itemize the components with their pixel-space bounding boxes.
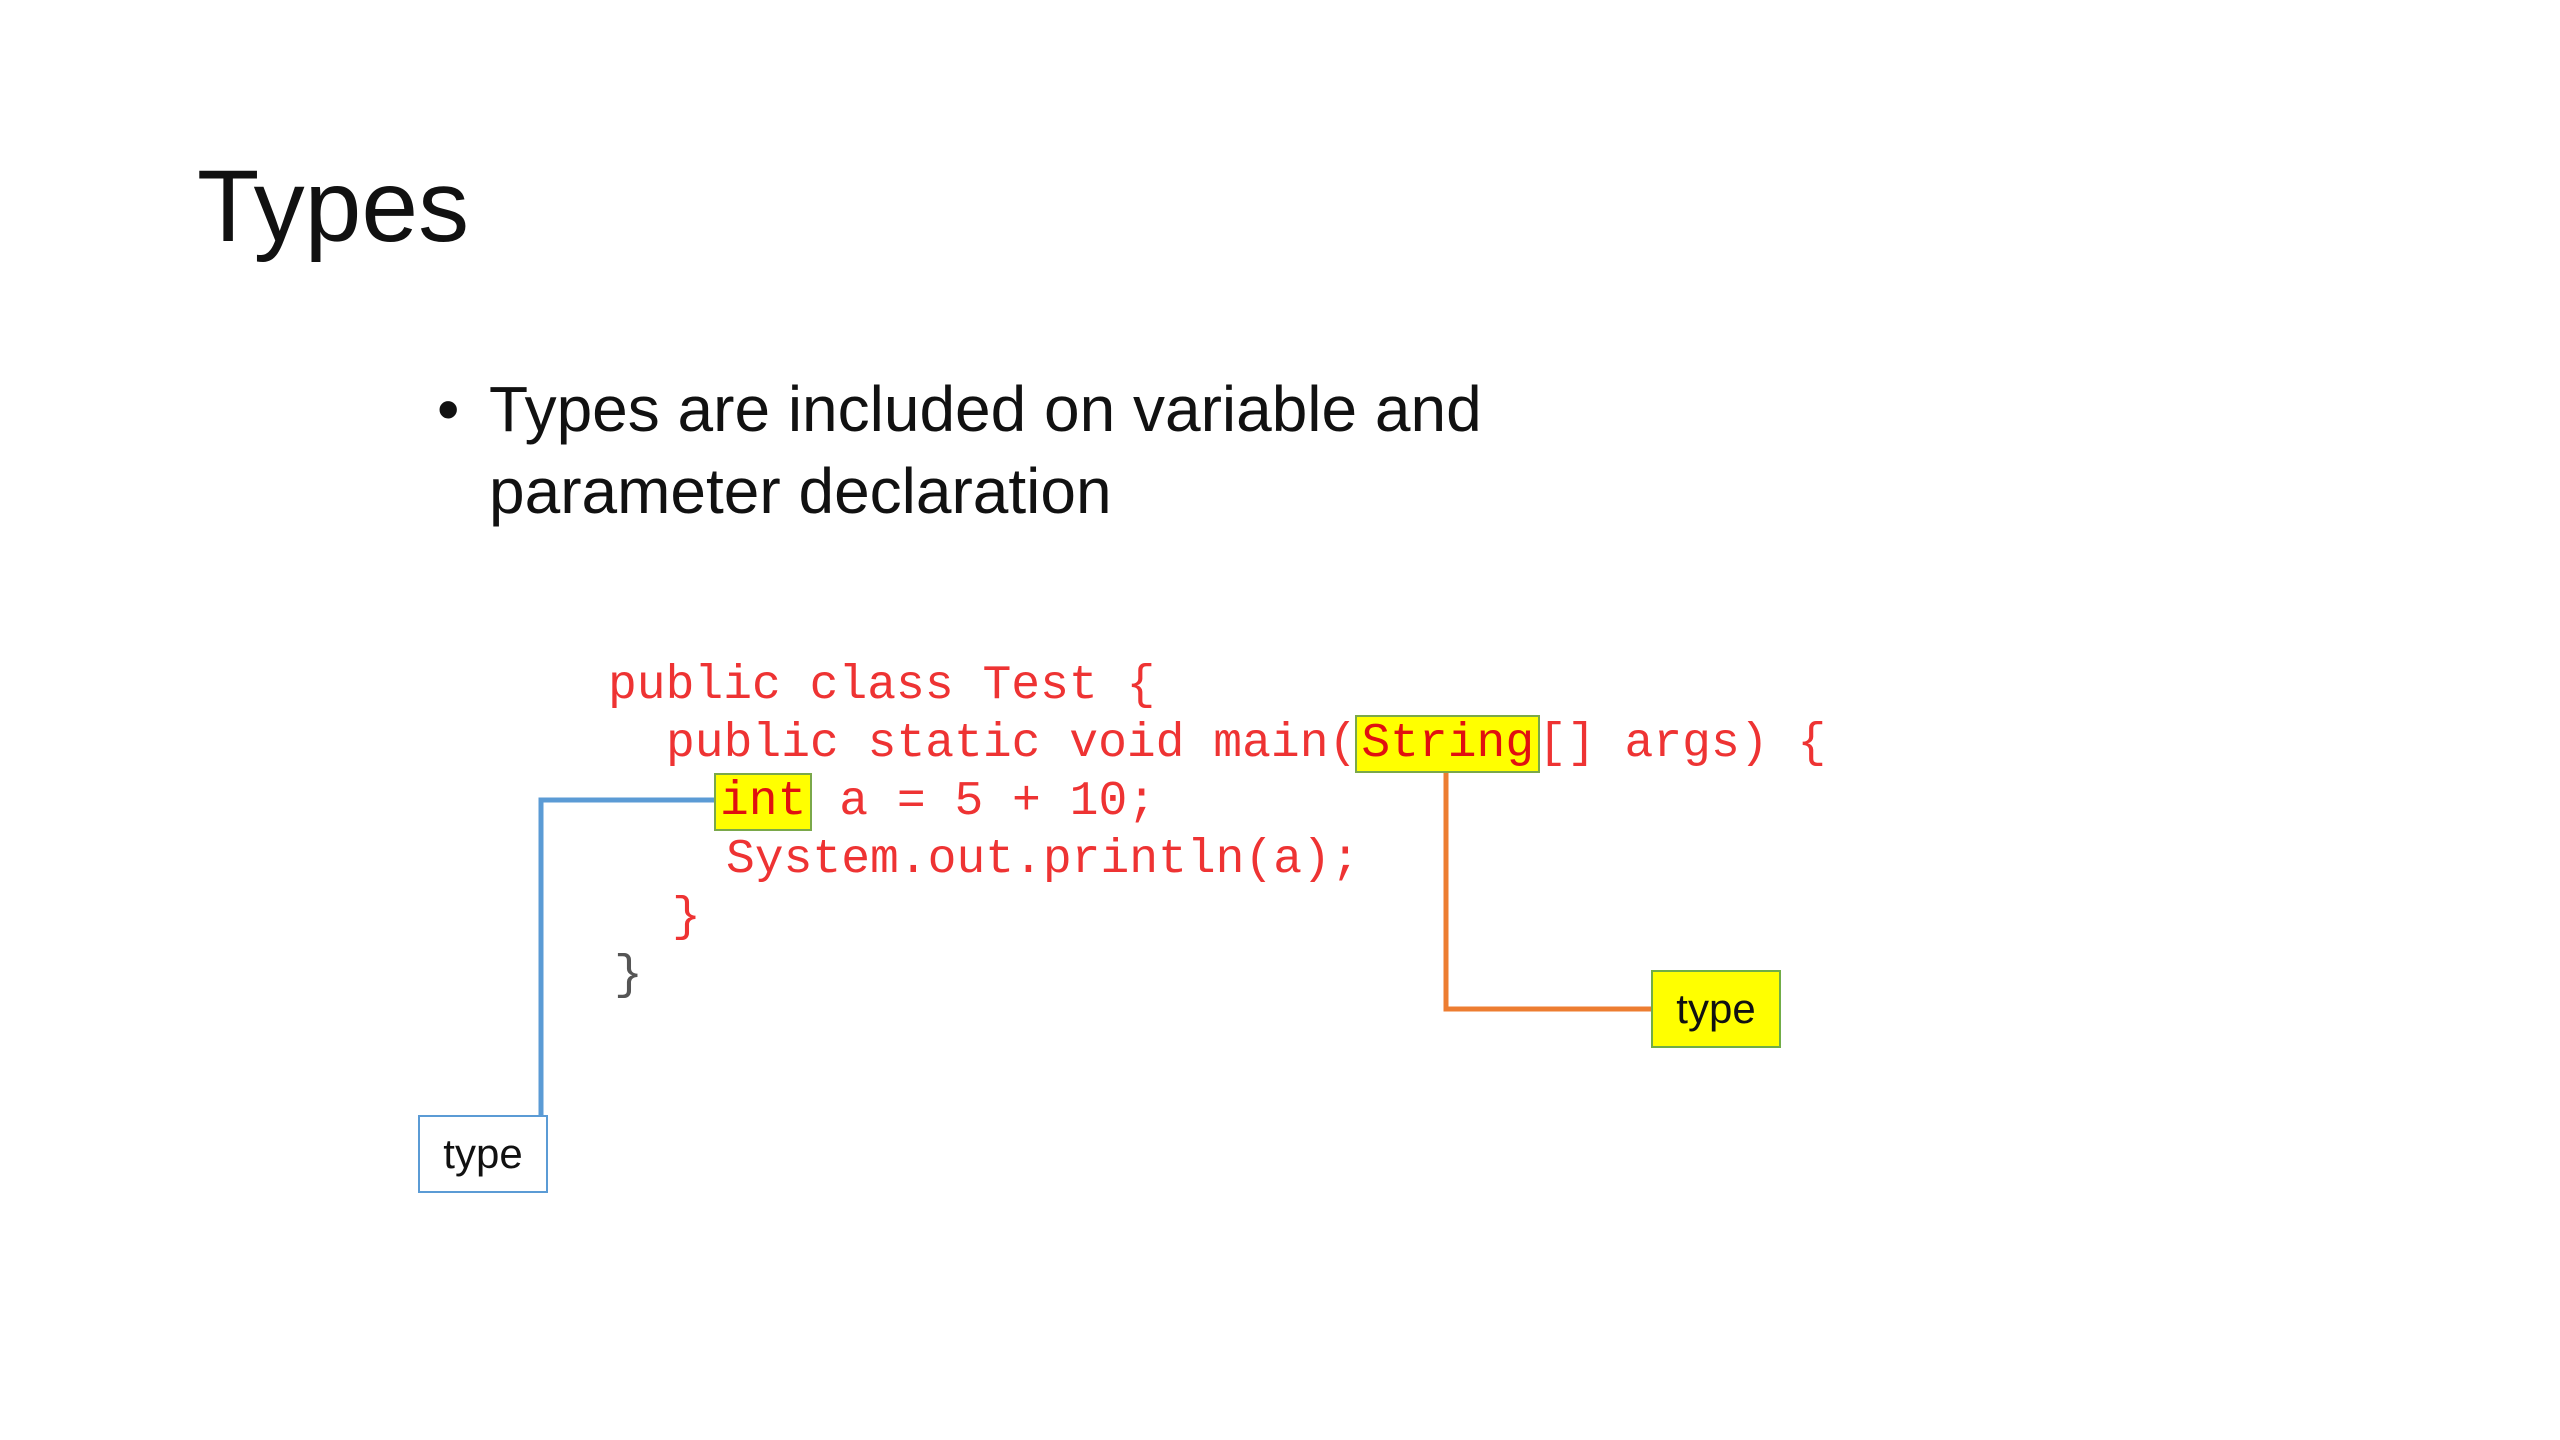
code-block: public class Test { public static void m…	[0, 0, 1826, 1003]
type-callout-right: type	[1651, 970, 1781, 1048]
code-line-3: int a = 5 + 10;	[713, 773, 1157, 831]
slide-title: Types	[197, 149, 470, 263]
code-main-signature: public static void main(	[666, 717, 1358, 771]
bullet-line-2: parameter declaration	[489, 455, 1112, 527]
bullet-text: Types are included on variable and param…	[489, 368, 1789, 532]
code-args: [] args) {	[1538, 717, 1827, 771]
code-assignment: a = 5 + 10;	[810, 775, 1157, 829]
code-line-1: public class Test {	[608, 659, 1156, 713]
highlight-string-type: String	[1355, 715, 1541, 773]
code-line-6: }	[614, 949, 643, 1003]
bullet-dot: •	[437, 373, 460, 445]
type-callout-left: type	[418, 1115, 548, 1193]
code-line-5: }	[672, 891, 701, 945]
code-line-2: public static void main(String[] args) {	[666, 715, 1826, 773]
orange-connector-line	[1443, 770, 1651, 1012]
bullet-line-1: Types are included on variable and	[489, 373, 1482, 445]
highlight-int-type: int	[713, 773, 813, 831]
code-line-4: System.out.println(a);	[726, 833, 1360, 887]
